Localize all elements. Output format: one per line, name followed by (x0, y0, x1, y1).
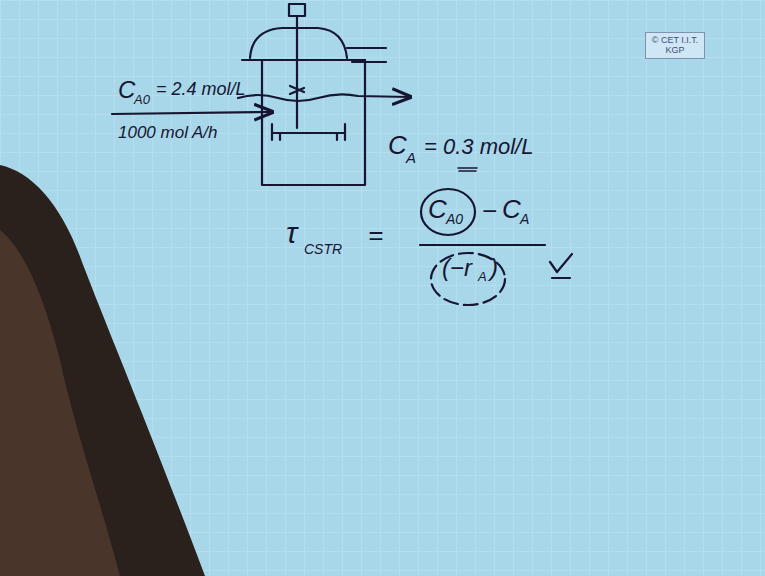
bracket: ) (490, 256, 498, 280)
reactor-lid (242, 59, 365, 61)
impeller (272, 124, 345, 140)
concentration-symbol: C (388, 132, 407, 158)
concentration-symbol: C (118, 78, 135, 102)
subscript: A (520, 212, 529, 226)
reactor-dome (250, 28, 347, 58)
check-mark (550, 254, 572, 278)
circle-mark (431, 253, 505, 305)
feed-concentration: = 2.4 mol/L (156, 80, 246, 98)
subscript: A (478, 270, 487, 283)
stirrer-motor (289, 4, 305, 16)
watermark-box: © CET I.I.T. KGP (645, 32, 705, 59)
subscript: A0 (134, 93, 150, 106)
reactor-tank (262, 60, 365, 185)
watermark-text: © CET I.I.T. KGP (650, 35, 700, 56)
concentration-symbol: C (502, 196, 521, 222)
subscript: CSTR (304, 242, 342, 256)
minus-sign: − (482, 198, 497, 224)
stirrer-shaft (296, 16, 298, 128)
feed-arrow (112, 112, 272, 114)
concentration-symbol: C (428, 196, 447, 222)
liquid-level-outlet-arrow (238, 94, 410, 101)
fraction-bar (420, 244, 545, 246)
subscript: A (406, 150, 416, 165)
space-time-symbol: τ (286, 218, 297, 248)
rate-symbol: (−r (442, 256, 472, 280)
outlet-concentration: = 0.3 mol/L (424, 136, 533, 158)
outlet-pipe (347, 48, 386, 62)
stirrer-blade (290, 86, 304, 94)
subscript: A0 (446, 212, 463, 226)
lecturer-silhouette (0, 230, 120, 576)
underline-mark (458, 168, 477, 171)
feed-rate: 1000 mol A/h (118, 124, 218, 141)
equals-sign: = (368, 222, 383, 248)
lecturer-silhouette (0, 165, 205, 576)
circle-mark (421, 189, 475, 235)
